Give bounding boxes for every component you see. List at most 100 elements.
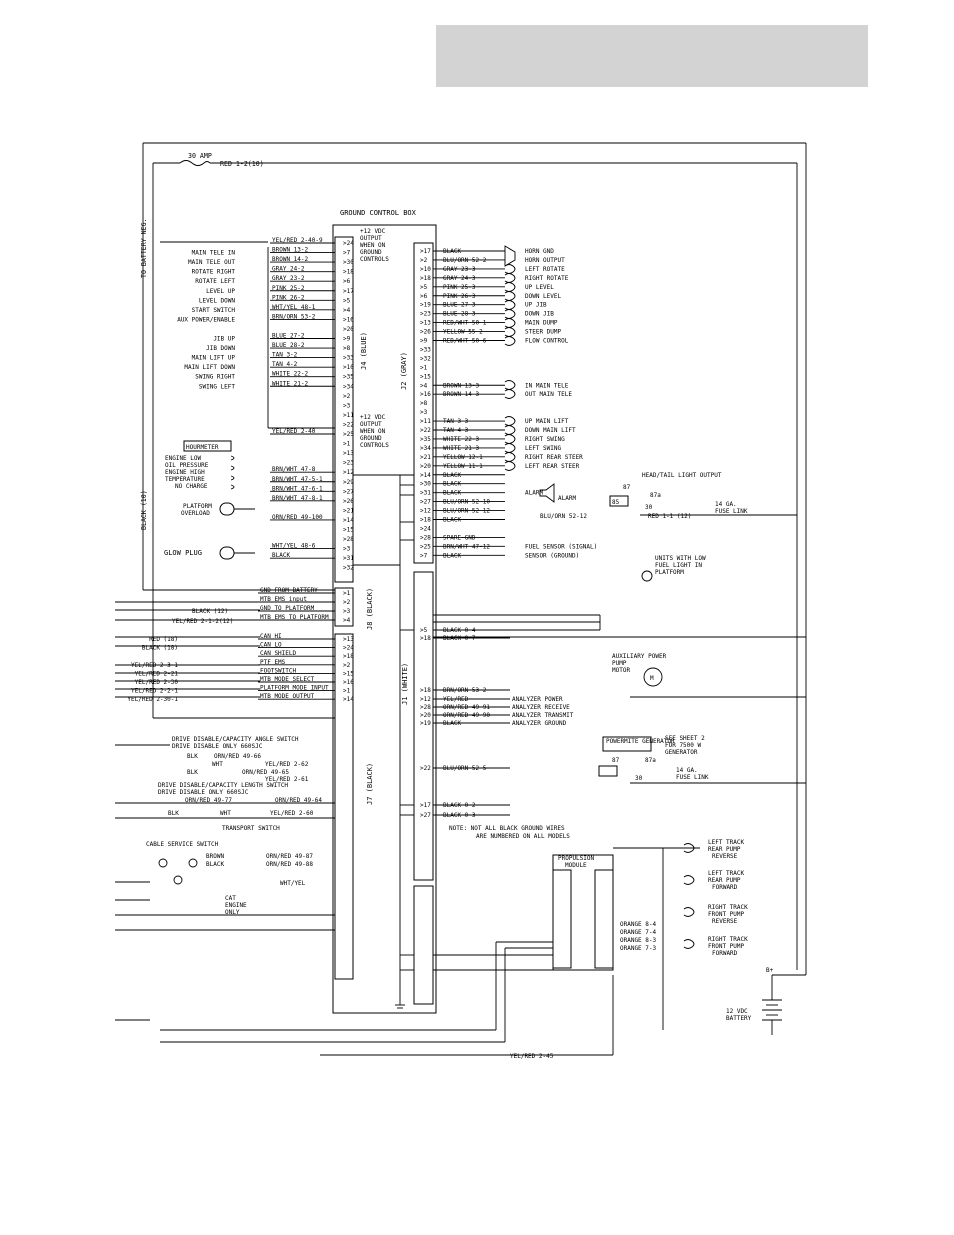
svg-text:ORANGE 7-3: ORANGE 7-3 <box>620 945 657 952</box>
j4-function-label: MAIN LIFT DOWN <box>184 364 235 371</box>
svg-text:MOTOR: MOTOR <box>612 667 630 674</box>
j8-wire-label: GND FROM BATTERY <box>260 587 318 594</box>
j2-wire-label: BLACK <box>443 552 461 559</box>
svg-text:YEL/RED 2-60: YEL/RED 2-60 <box>270 810 314 817</box>
j2-function-label: RIGHT ROTATE <box>525 275 569 282</box>
svg-text:FORWARD: FORWARD <box>712 950 738 957</box>
j1-wire-label: BLACK 0-3 <box>443 812 476 819</box>
j7-wire-label: CAN LO <box>260 642 282 649</box>
svg-text:BLU/ORN 52-12: BLU/ORN 52-12 <box>540 513 587 520</box>
j4-function-label: ROTATE LEFT <box>195 278 235 285</box>
svg-text:CONTROLS: CONTROLS <box>360 256 389 263</box>
solenoid-coil-icon <box>504 336 516 346</box>
svg-text:WHT/YEL: WHT/YEL <box>280 880 306 887</box>
j4-pin-label: >33 <box>343 355 354 362</box>
j4-wire-label: TAN 3-2 <box>272 352 298 359</box>
j2-pin-label: >15 <box>420 373 431 380</box>
j2-pin-label: >28 <box>420 534 431 541</box>
j2-pin-label: >13 <box>420 320 431 327</box>
ground-wire-label: BLACK (10) <box>140 490 148 530</box>
j2-pin-label: >5 <box>420 284 428 291</box>
solenoid-coil-icon <box>504 273 516 283</box>
svg-text:85: 85 <box>612 499 620 506</box>
j2-pin-label: >4 <box>420 382 428 389</box>
svg-text:REAR PUMP: REAR PUMP <box>708 846 741 853</box>
j1-wire-label: BLACK <box>443 720 461 727</box>
svg-text:CABLE SERVICE SWITCH: CABLE SERVICE SWITCH <box>146 841 219 848</box>
control-box-title: GROUND CONTROL BOX <box>340 209 417 217</box>
j2-function-label: OUT MAIN TELE <box>525 391 572 398</box>
svg-text:FUSE LINK: FUSE LINK <box>676 774 709 781</box>
svg-text:NO CHARGE: NO CHARGE <box>175 483 208 490</box>
j8-pin-label: >4 <box>343 617 351 624</box>
svg-text:GROUND: GROUND <box>360 435 382 442</box>
j8-pin-label: >3 <box>343 608 351 615</box>
j1-pin-label: >17 <box>420 802 431 809</box>
j2-pin-label: >35 <box>420 436 431 443</box>
j2-wire-label: RED/WHT 50-6 <box>443 338 487 345</box>
j2-pin-label: >27 <box>420 499 431 506</box>
j7-wire-label: CAN SHIELD <box>260 650 297 657</box>
j8-wire-label: MTB EMS input <box>260 596 307 603</box>
svg-text:PROPULSION: PROPULSION <box>558 855 595 862</box>
j2-wire-label: BRN/WHT 47-12 <box>443 543 490 550</box>
j4-pin-label: >23 <box>343 460 354 467</box>
glow-plug-label: GLOW PLUG <box>164 549 202 557</box>
j2-pin-label: >9 <box>420 338 428 345</box>
svg-text:ENGINE: ENGINE <box>225 902 247 909</box>
svg-text:FRONT PUMP: FRONT PUMP <box>708 911 745 918</box>
solenoid-coil-icon <box>504 389 516 399</box>
j2-wire-label: GRAY 23-3 <box>443 266 476 273</box>
svg-text:ENGINE HIGH: ENGINE HIGH <box>165 469 205 476</box>
j4-function-label: SWING RIGHT <box>195 374 235 381</box>
svg-text:LEFT TRACK: LEFT TRACK <box>708 870 745 877</box>
j4-function-label: JIB UP <box>213 336 235 343</box>
j8-wire-label: MTB EMS TO PLATFORM <box>260 614 329 621</box>
hourmeter-label: HOURMETER <box>186 444 219 451</box>
j2-function-label: RIGHT REAR STEER <box>525 454 583 461</box>
j2-pin-label: >6 <box>420 293 428 300</box>
j4-pin-label: >16 <box>343 316 354 323</box>
j1-pin-label: >18 <box>420 687 431 694</box>
j7-pin-label: >18 <box>343 653 354 660</box>
j2-wire-label: BLU/ORN 52-2 <box>443 257 487 264</box>
j1-wire-label: BLACK 0-4 <box>443 627 476 634</box>
j2-label: J2 (GRAY) <box>400 352 408 390</box>
j2-pin-label: >10 <box>420 266 431 273</box>
j7-wire-label: MTB MODE SELECT <box>260 676 315 683</box>
j2-function-label: IN MAIN TELE <box>525 382 569 389</box>
j2-function-label: SENSOR (GROUND) <box>525 552 579 559</box>
j2-wire-label: BLACK <box>443 472 461 479</box>
j2-pin-label: >16 <box>420 391 431 398</box>
j7-function-label: YEL/RED 2-30 <box>135 679 179 686</box>
solenoid-coil-icon <box>504 291 516 301</box>
j1-wire-label: BRN/ORN 53-2 <box>443 687 487 694</box>
j2-pin-label: >30 <box>420 481 431 488</box>
j2-wire-label: TAN 4-3 <box>443 427 469 434</box>
j7-pin-label: >14 <box>343 696 354 703</box>
j2-function-label: MAIN DUMP <box>525 320 558 327</box>
j7-function-label: YEL/RED 2-30-1 <box>127 696 178 703</box>
svg-text:GROUND: GROUND <box>360 249 382 256</box>
svg-text:OUTPUT: OUTPUT <box>360 421 382 428</box>
j4-pin-label: >1 <box>343 441 351 448</box>
fuse-label: 30 AMP <box>188 152 212 160</box>
j2-pin-label: >24 <box>420 525 431 532</box>
j7-wire-label: PLATFORM MODE INPUT <box>260 685 329 692</box>
svg-text:DRIVE DISABLE/CAPACITY LENGTH: DRIVE DISABLE/CAPACITY LENGTH SWITCH <box>158 782 288 789</box>
j4-wire-label: YEL/RED 2-40-9 <box>272 237 323 244</box>
j2-function-label: LEFT SWING <box>525 445 562 452</box>
output-note-2: +12 VDC <box>360 414 386 421</box>
j4-pin-label: >26 <box>343 498 354 505</box>
svg-text:ORN/RED 49-77: ORN/RED 49-77 <box>185 797 232 804</box>
j4-pin-label: >2 <box>343 393 351 400</box>
j2-function-label: ALARM <box>525 490 543 497</box>
j4-wire-label: WHITE 22-2 <box>272 371 309 378</box>
j4-wire-label: GRAY 24-2 <box>272 266 305 273</box>
svg-text:BLK: BLK <box>187 769 198 776</box>
j4-label: J4 (BLUE) <box>360 332 368 370</box>
svg-text:PUMP: PUMP <box>612 660 627 667</box>
